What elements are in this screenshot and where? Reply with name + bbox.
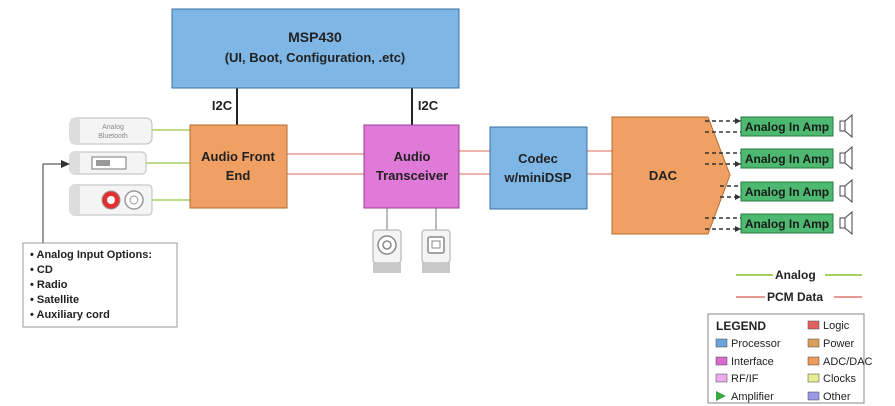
codec-block xyxy=(489,126,588,210)
input-option-3: • Satellite xyxy=(30,294,79,306)
afe-label-1: Audio Front xyxy=(201,149,275,164)
bluetooth-input-device: Analog Bluetooth xyxy=(69,117,153,145)
arrow-right-icon xyxy=(61,160,70,168)
speaker-icon xyxy=(839,178,853,204)
legend-swatch-interface xyxy=(715,356,728,366)
analog-legend-label: Analog xyxy=(775,268,816,282)
bluetooth-label-1: Analog xyxy=(102,124,124,131)
arrow-icon xyxy=(735,161,741,167)
i2c-label-left: I2C xyxy=(212,98,233,113)
amp-label-2: Analog In Amp xyxy=(745,152,829,166)
analog-amp-2 xyxy=(740,148,834,169)
legend-swatch-clocks xyxy=(807,373,820,383)
speaker-icon xyxy=(839,145,853,171)
legend-label-rfif: RF/IF xyxy=(731,373,759,385)
bluetooth-label-2: Bluetooth xyxy=(98,133,128,140)
pcm-legend-label: PCM Data xyxy=(767,290,823,304)
legend-box xyxy=(707,313,865,404)
speaker-icon xyxy=(839,113,853,139)
codec-label-1: Codec xyxy=(518,151,558,166)
legend-swatch-logic xyxy=(807,320,820,330)
arrow-icon xyxy=(735,226,741,232)
input-options-box xyxy=(22,242,178,328)
dac-label: DAC xyxy=(649,168,678,183)
coax-output-device xyxy=(372,229,402,273)
msp430-title: MSP430 xyxy=(288,29,342,45)
legend-swatch-other xyxy=(807,391,820,401)
msp430-subtitle: (UI, Boot, Configuration, .etc) xyxy=(225,50,406,65)
legend-swatch-processor xyxy=(715,338,728,348)
rca-input-device xyxy=(69,184,153,216)
amplifier-triangle-icon xyxy=(716,391,726,401)
legend-swatch-power xyxy=(807,338,820,348)
aux-input-device xyxy=(69,151,147,175)
i2c-label-right: I2C xyxy=(418,98,439,113)
input-option-0: • Analog Input Options: xyxy=(30,249,152,261)
arrow-icon xyxy=(735,118,741,124)
audio-transceiver-block xyxy=(363,124,460,209)
legend-label-adcdac: ADC/DAC xyxy=(823,356,873,368)
legend-title: LEGEND xyxy=(716,319,766,333)
arrow-icon xyxy=(735,194,741,200)
legend-label-power: Power xyxy=(823,338,855,350)
legend-label-processor: Processor xyxy=(731,338,781,350)
dac-block xyxy=(611,116,731,235)
amp-label-1: Analog In Amp xyxy=(745,120,829,134)
input-option-2: • Radio xyxy=(30,279,68,291)
afe-label-2: End xyxy=(226,168,251,183)
legend-label-amplifier: Amplifier xyxy=(731,391,774,403)
msp430-block xyxy=(171,8,460,89)
codec-label-2: w/miniDSP xyxy=(503,170,572,185)
input-option-1: • CD xyxy=(30,264,53,276)
legend-label-logic: Logic xyxy=(823,320,850,332)
transceiver-label-1: Audio xyxy=(394,149,431,164)
analog-amp-3 xyxy=(740,181,834,202)
amp-label-4: Analog In Amp xyxy=(745,217,829,231)
input-option-4: • Auxiliary cord xyxy=(30,309,110,321)
legend-label-interface: Interface xyxy=(731,356,774,368)
legend-swatch-rfif xyxy=(715,373,728,383)
analog-amp-1 xyxy=(740,116,834,137)
audio-front-end-block xyxy=(189,124,288,209)
amp-label-3: Analog In Amp xyxy=(745,185,829,199)
legend-swatch-adcdac xyxy=(807,356,820,366)
legend-label-clocks: Clocks xyxy=(823,373,857,385)
analog-amp-4 xyxy=(740,213,834,234)
legend-label-other: Other xyxy=(823,391,851,403)
transceiver-label-2: Transceiver xyxy=(376,168,448,183)
speaker-icon xyxy=(839,210,853,236)
optical-output-device xyxy=(421,229,451,273)
